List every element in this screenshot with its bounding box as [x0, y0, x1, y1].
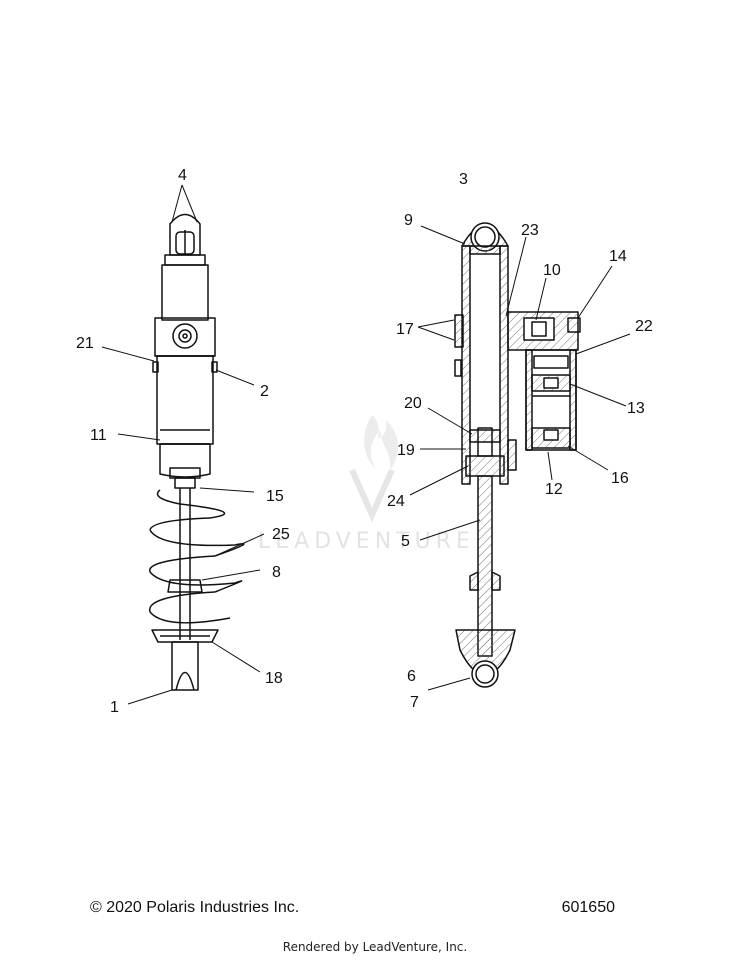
callout-8: 8 [272, 564, 281, 581]
callout-23: 23 [521, 222, 539, 239]
callout-12: 12 [545, 481, 563, 498]
callout-20: 20 [404, 395, 422, 412]
part-number: 601650 [561, 899, 615, 916]
callout-6: 6 [407, 668, 416, 685]
callout-7: 7 [410, 694, 419, 711]
callout-25: 25 [272, 526, 290, 543]
rendered-by-text: Rendered by LeadVenture, Inc. [282, 940, 468, 954]
left-shock-exterior [149, 213, 245, 691]
callout-4: 4 [178, 167, 187, 184]
copyright-text: © 2020 Polaris Industries Inc. [90, 899, 300, 916]
callout-labels: 4 21 2 11 15 25 8 18 1 3 9 23 10 14 17 2… [76, 167, 653, 716]
callout-14: 14 [609, 248, 627, 265]
callout-15: 15 [266, 488, 284, 505]
callout-22: 22 [635, 318, 653, 335]
callout-9: 9 [404, 212, 413, 229]
callout-2: 2 [260, 383, 269, 400]
callout-19: 19 [397, 442, 415, 459]
callout-13: 13 [627, 400, 645, 417]
callout-11: 11 [90, 427, 107, 444]
leader-lines [101, 184, 631, 705]
callout-17: 17 [396, 321, 414, 338]
watermark-text: LEADVENTURE [258, 529, 475, 554]
callout-1: 1 [110, 699, 119, 716]
callout-24: 24 [387, 493, 405, 510]
callout-21: 21 [76, 335, 94, 352]
callout-18: 18 [265, 670, 283, 687]
callout-3: 3 [459, 171, 468, 188]
callout-16: 16 [611, 470, 629, 487]
callout-5: 5 [401, 533, 410, 550]
right-shock-section [454, 222, 581, 688]
callout-10: 10 [543, 262, 561, 279]
leadventure-watermark: LEADVENTURE [258, 415, 475, 554]
